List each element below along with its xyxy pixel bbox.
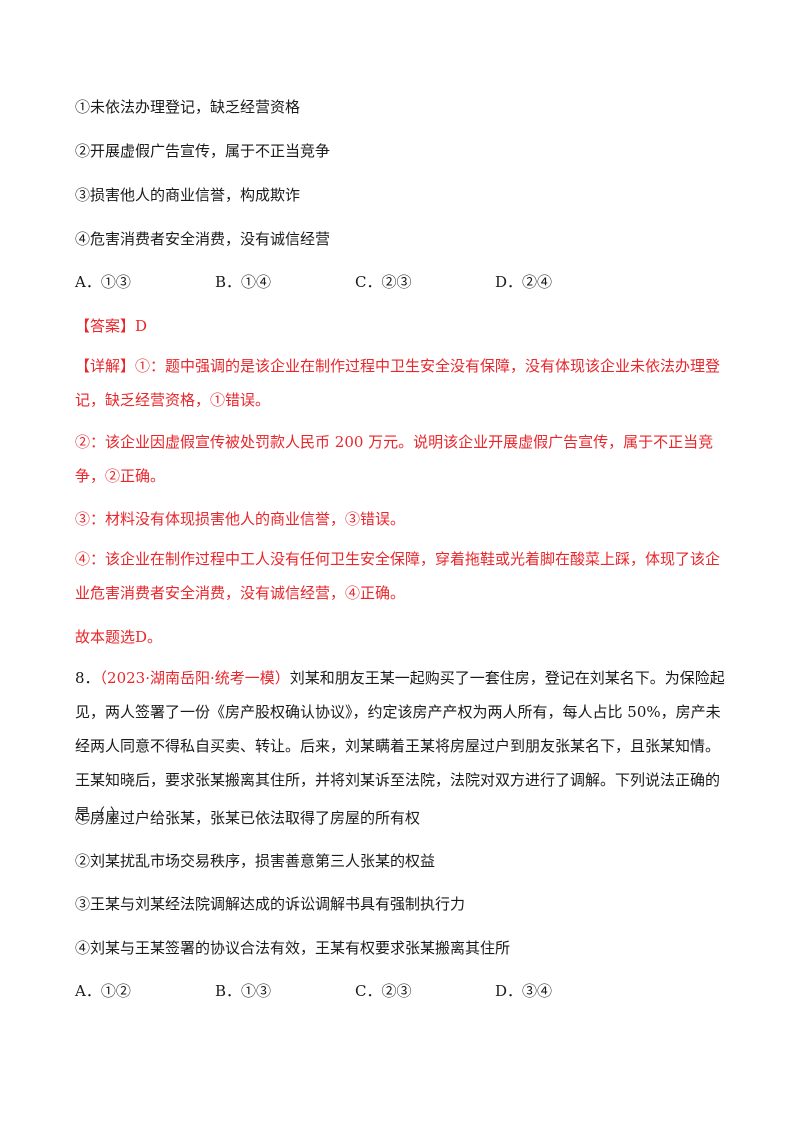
q8-question: 8．（2023·湖南岳阳·统考一模）刘某和朋友王某一起购买了一套住房，登记在刘某… [75, 661, 725, 831]
q7-statement-4: ④危害消费者安全消费，没有诚信经营 [75, 230, 331, 248]
q8-option-c: C．②③ [355, 982, 412, 1000]
q8-statement-3: ③王某与刘某经法院调解达成的诉讼调解书具有强制执行力 [75, 895, 466, 913]
q7-detail-1: 【详解】①：题中强调的是该企业在制作过程中卫生安全没有保障，没有体现该企业未依法… [75, 357, 721, 409]
q8-stem: 刘某和朋友王某一起购买了一套住房，登记在刘某名下。为保险起见，两人签署了一份《房… [75, 669, 725, 823]
q7-statement-2: ②开展虚假广告宣传，属于不正当竞争 [75, 142, 331, 160]
q8-option-a: A．①② [75, 982, 131, 1000]
q7-answer: 【答案】D [75, 317, 148, 335]
q8-options: A．①② B．①③ C．②③ D．③④ [75, 981, 725, 1001]
q7-option-d: D．②④ [495, 273, 553, 291]
q8-number: 8． [75, 669, 100, 687]
q7-conclusion: 故本题选D。 [75, 628, 163, 646]
q7-options: A．①③ B．①④ C．②③ D．②④ [75, 272, 725, 292]
q7-statement-1: ①未依法办理登记，缺乏经营资格 [75, 98, 301, 116]
q8-source: （2023·湖南岳阳·统考一模） [99, 669, 290, 687]
q7-option-b: B．①④ [215, 273, 272, 291]
q7-detail-2: ②：该企业因虚假宣传被处罚款人民币 200 万元。说明该企业开展虚假广告宣传，属… [75, 433, 714, 485]
q7-option-a: A．①③ [75, 273, 131, 291]
q7-statement-3: ③损害他人的商业信誉，构成欺诈 [75, 186, 301, 204]
q8-option-b: B．①③ [215, 982, 272, 1000]
q8-statement-4: ④刘某与王某签署的协议合法有效，王某有权要求张某搬离其住所 [75, 939, 511, 957]
q7-detail-4: ④：该企业在制作过程中工人没有任何卫生安全保障，穿着拖鞋或光着脚在酸菜上踩，体现… [75, 550, 721, 602]
q8-option-d: D．③④ [495, 982, 553, 1000]
q8-statement-2: ②刘某扰乱市场交易秩序，损害善意第三人张某的权益 [75, 852, 436, 870]
q8-statement-1: ①房屋过户给张某，张某已依法取得了房屋的所有权 [75, 809, 421, 827]
q7-option-c: C．②③ [355, 273, 412, 291]
q7-detail-3: ③：材料没有体现损害他人的商业信誉，③错误。 [75, 510, 406, 528]
